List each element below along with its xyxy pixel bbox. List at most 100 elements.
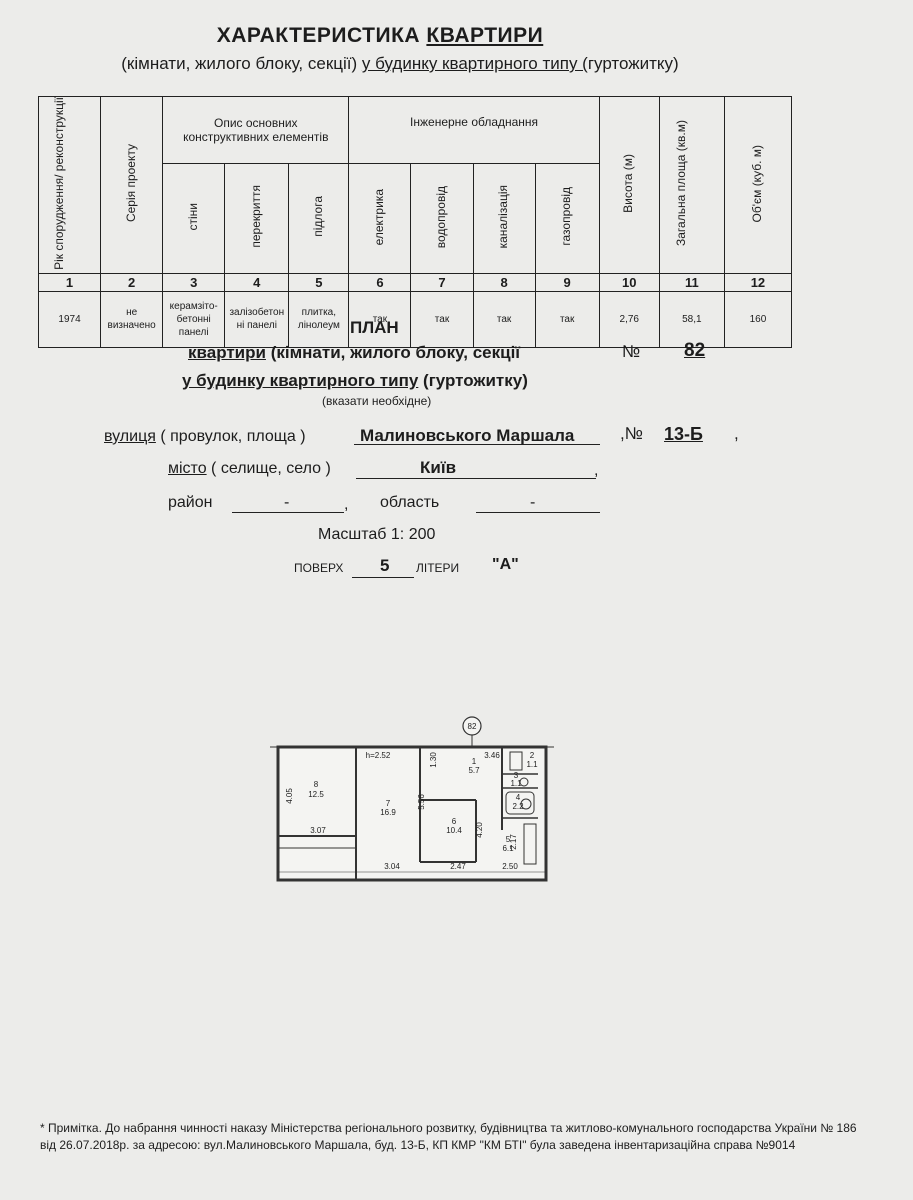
dimension-label: 2.50 [502,862,518,871]
header-engineering-group: Інженерне обладнання [348,96,600,164]
subtitle-text: (кімнати, жилого блоку, секції) [121,54,362,73]
value-sewer: так [472,290,536,348]
value-volume: 160 [723,290,793,348]
height-label: h=2.52 [366,751,391,760]
room-number: 6 [452,817,457,826]
footnote: * Примітка. До набрання чинності наказу … [40,1121,857,1153]
subtitle-end-text: гуртожитку) [587,54,679,73]
apartment-marker-number: 82 [468,722,477,731]
scale-text: Масштаб 1: 200 [318,526,436,543]
room-number: 7 [386,799,391,808]
room-area: 2.2 [512,802,524,811]
city-comma: , [594,462,599,479]
plan-hint: (вказати необхідне) [322,394,432,408]
header-year: Рік спорудження/ реконструкції [37,96,102,274]
header-water: водопровід [410,162,474,274]
sink-icon [519,777,529,787]
col-number: 9 [534,272,600,292]
value-height: 2,76 [598,290,660,348]
plan-line-2-rest: (гуртожитку) [418,371,528,390]
bathtub-icon [505,791,535,815]
document-title: ХАРАКТЕРИСТИКА КВАРТИРИ [0,24,760,48]
dimension-label: 4.20 [475,822,484,838]
header-sewer: каналізація [472,162,536,274]
value-area: 58,1 [658,290,725,348]
header-area: Загальна площа (кв.м) [658,96,725,274]
header-gas: газопровід [534,162,600,274]
floor-underline [352,577,414,578]
subtitle-underlined-text: у будинку квартирного типу ( [361,54,588,73]
street-label: вулиця ( провулок, площа ) [104,428,306,446]
value-floors-between: залізобетон ні панелі [224,290,290,348]
dimension-label: 3.46 [484,751,500,760]
apartment-marker-icon [462,716,482,736]
dimension-label: 4.05 [285,788,294,804]
dimension-label: 2.17 [509,834,518,850]
values-row: 1974 не визначено керамзіто-бетонні пане… [37,290,793,348]
plan-line-2: у будинку квартирного типу (гуртожитку) [182,371,528,391]
title-underlined-text: КВАРТИРИ [426,24,544,47]
header-volume: Об'єм (куб. м) [723,96,793,274]
street-value: Малиновського Маршала [360,426,575,445]
dimension-label: 5.56 [417,794,426,810]
header-construction-group: Опис основних конструктивних елементів [162,96,350,164]
col-number: 2 [100,272,164,292]
col-number: 3 [162,272,226,292]
plan-line-2-underlined: у будинку квартирного типу [182,371,419,390]
header-floors-between: перекриття [224,162,290,274]
value-floor: плитка, лінолеум [288,290,350,348]
plan-line-1-underlined: квартири [188,343,266,362]
street-label-rest: ( провулок, площа ) [155,428,306,445]
district-underline [232,512,344,513]
col-number: 10 [598,272,660,292]
value-water: так [410,290,474,348]
room-area: 16.9 [380,808,396,817]
floor-plan: 82 h=2.52 8 12.5 7 16.9 6 10.4 1 5.7 2 1… [270,712,560,892]
col-number: 1 [37,272,102,292]
header-floor: підлога [288,162,350,274]
value-electric: так [348,290,412,348]
street-label-underlined: вулиця [104,428,156,445]
dimension-label: 2.47 [450,862,466,871]
house-label: ,№ [620,424,643,443]
title-text: ХАРАКТЕРИСТИКА [216,24,427,47]
floor-plan-drawing: 82 h=2.52 8 12.5 7 16.9 6 10.4 1 5.7 2 1… [270,716,554,882]
col-number: 8 [472,272,536,292]
col-number: 12 [723,272,793,292]
room-number: 4 [516,793,521,802]
city-label-rest: ( селище, село ) [206,460,331,477]
value-gas: так [534,290,600,348]
district-label: район [168,494,213,511]
house-value: 13-Б [664,424,703,444]
col-number: 11 [658,272,725,292]
plan-heading: ПЛАН [350,318,399,337]
room-number: 8 [314,780,319,789]
floor-label: ПОВЕРХ [294,561,344,575]
header-electric: електрика [348,162,412,274]
plan-number-label: № [622,342,641,361]
room-number: 1 [472,757,477,766]
value-walls: керамзіто-бетонні панелі [162,290,226,348]
header-height: Висота (м) [598,96,660,274]
washbasin-icon [520,798,532,810]
room-area: 6.1 [502,844,514,853]
region-underline [476,512,600,513]
plan-line-1-rest: (кімнати, жилого блоку, секції [265,343,521,362]
room-area: 12.5 [308,790,324,799]
street-underline [354,444,600,445]
floor-value: 5 [380,556,390,575]
city-label-underlined: місто [168,460,207,477]
room-number: 3 [514,771,519,780]
header-walls: стіни [162,162,226,274]
value-year: 1974 [37,290,102,348]
plan-line-1: квартири (кімнати, жилого блоку, секції [188,343,520,363]
room-area: 1.1 [510,779,522,788]
col-number: 6 [348,272,412,292]
district-value: - [284,494,290,511]
room-number: 5 [506,835,511,844]
dimension-label: 3.04 [384,862,400,871]
stove-icon [523,823,537,865]
toilet-icon [509,751,523,771]
region-label: область [380,494,440,511]
room-area: 5.7 [468,766,480,775]
